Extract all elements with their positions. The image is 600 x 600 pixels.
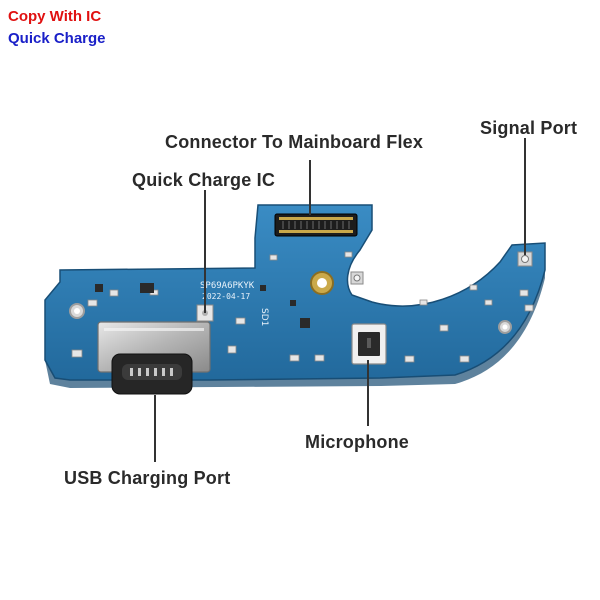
quick-charge-ic-callout: Quick Charge IC bbox=[132, 170, 276, 190]
microphone-callout: Microphone bbox=[305, 432, 409, 452]
signal-port-callout: Signal Port bbox=[480, 118, 578, 138]
silkscreen-code: SP69A6PKYK bbox=[200, 281, 255, 291]
copy-with-ic-tag: Copy With IC bbox=[8, 8, 102, 25]
silkscreen-ref: SD1 bbox=[259, 308, 269, 326]
quick-charge-tag: Quick Charge bbox=[8, 30, 106, 47]
silkscreen-date: 2022-04-17 bbox=[202, 292, 250, 301]
usb-charging-port-callout: USB Charging Port bbox=[64, 468, 231, 488]
connector-callout: Connector To Mainboard Flex bbox=[165, 132, 424, 152]
